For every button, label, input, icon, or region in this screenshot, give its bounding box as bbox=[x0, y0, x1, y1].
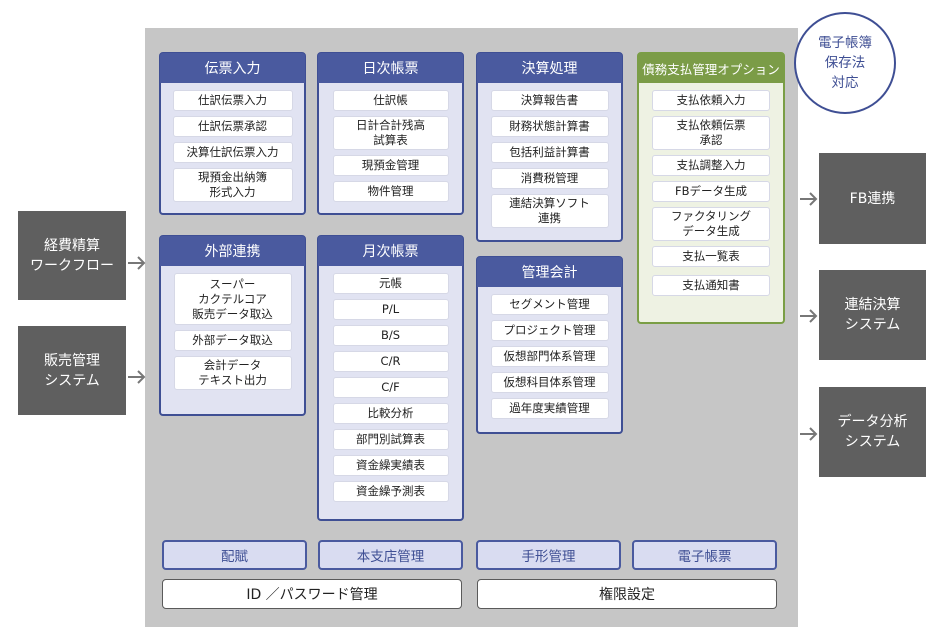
module-item: 連結決算ソフト 連携 bbox=[490, 194, 609, 228]
module-item: プロジェクト管理 bbox=[490, 320, 609, 341]
module-item: 決算仕訳伝票入力 bbox=[172, 142, 293, 163]
arrow-right-icon bbox=[128, 370, 146, 384]
right-system-fb: FB連携 bbox=[819, 153, 926, 244]
module-item: スーパー カクテルコア 販売データ取込 bbox=[173, 273, 292, 325]
module-item: ファクタリング データ生成 bbox=[652, 207, 770, 241]
module-item: 会計データ テキスト出力 bbox=[173, 356, 292, 390]
module-item: 仮想科目体系管理 bbox=[490, 372, 609, 393]
module-item: P/L bbox=[332, 299, 449, 320]
module-item: 資金繰予測表 bbox=[332, 481, 449, 502]
module-item: 外部データ取込 bbox=[173, 330, 292, 351]
module-item: 現預金出納簿 形式入力 bbox=[172, 168, 293, 202]
feature-branch-management: 本支店管理 bbox=[318, 540, 463, 570]
module-item: 元帳 bbox=[332, 273, 449, 294]
module-item: 仕訳帳 bbox=[332, 90, 449, 111]
module-item: 日計合計残高 試算表 bbox=[332, 116, 449, 150]
id-password-management: ID ／パスワード管理 bbox=[162, 579, 462, 609]
module-item: 決算報告書 bbox=[490, 90, 609, 111]
card-title: 外部連携 bbox=[160, 236, 305, 266]
module-item: 現預金管理 bbox=[332, 155, 449, 176]
module-item: 支払依頼入力 bbox=[652, 90, 770, 111]
arrow-right-icon bbox=[800, 192, 818, 206]
feature-bill-management: 手形管理 bbox=[476, 540, 621, 570]
card-gaibu: 外部連携 スーパー カクテルコア 販売データ取込 外部データ取込 会計データ テ… bbox=[159, 235, 306, 416]
module-item: 仕訳伝票承認 bbox=[172, 116, 293, 137]
module-item: B/S bbox=[332, 325, 449, 346]
card-title: 決算処理 bbox=[477, 53, 622, 83]
module-item: 支払依頼伝票 承認 bbox=[652, 116, 770, 150]
right-system-consolidation: 連結決算 システム bbox=[819, 270, 926, 360]
left-system-expense: 経費精算 ワークフロー bbox=[18, 211, 126, 300]
module-item: 支払一覧表 bbox=[652, 246, 770, 267]
card-title: 月次帳票 bbox=[318, 236, 463, 266]
card-kanri: 管理会計 セグメント管理 プロジェクト管理 仮想部門体系管理 仮想科目体系管理 … bbox=[476, 256, 623, 434]
card-saimu-option: 債務支払管理オプション 支払依頼入力 支払依頼伝票 承認 支払調整入力 FBデー… bbox=[637, 52, 785, 324]
card-getsuji: 月次帳票 元帳 P/L B/S C/R C/F 比較分析 部門別試算表 資金繰実… bbox=[317, 235, 464, 521]
module-item: 消費税管理 bbox=[490, 168, 609, 189]
electronic-bookkeeping-badge: 電子帳簿 保存法 対応 bbox=[794, 12, 896, 114]
arrow-right-icon bbox=[128, 256, 146, 270]
module-item: 部門別試算表 bbox=[332, 429, 449, 450]
arrow-right-icon bbox=[800, 427, 818, 441]
module-item: C/R bbox=[332, 351, 449, 372]
module-item: 仕訳伝票入力 bbox=[172, 90, 293, 111]
module-item: 財務状態計算書 bbox=[490, 116, 609, 137]
permission-settings: 権限設定 bbox=[477, 579, 777, 609]
module-item: 過年度実績管理 bbox=[490, 398, 609, 419]
module-item: 物件管理 bbox=[332, 181, 449, 202]
card-kessan: 決算処理 決算報告書 財務状態計算書 包括利益計算書 消費税管理 連結決算ソフト… bbox=[476, 52, 623, 242]
module-item: 比較分析 bbox=[332, 403, 449, 424]
card-denpyo: 伝票入力 仕訳伝票入力 仕訳伝票承認 決算仕訳伝票入力 現預金出納簿 形式入力 bbox=[159, 52, 306, 215]
module-item: セグメント管理 bbox=[490, 294, 609, 315]
feature-haifu: 配賦 bbox=[162, 540, 307, 570]
card-title: 管理会計 bbox=[477, 257, 622, 287]
module-item: 仮想部門体系管理 bbox=[490, 346, 609, 367]
module-item: 資金繰実績表 bbox=[332, 455, 449, 476]
arrow-right-icon bbox=[800, 309, 818, 323]
card-title: 日次帳票 bbox=[318, 53, 463, 83]
module-item: 支払通知書 bbox=[652, 275, 770, 296]
card-nichiji: 日次帳票 仕訳帳 日計合計残高 試算表 現預金管理 物件管理 bbox=[317, 52, 464, 215]
feature-electronic-forms: 電子帳票 bbox=[632, 540, 777, 570]
module-item: 支払調整入力 bbox=[652, 155, 770, 176]
module-item: 包括利益計算書 bbox=[490, 142, 609, 163]
left-system-sales: 販売管理 システム bbox=[18, 326, 126, 415]
card-title: 債務支払管理オプション bbox=[638, 53, 784, 83]
right-system-data-analysis: データ分析 システム bbox=[819, 387, 926, 477]
card-title: 伝票入力 bbox=[160, 53, 305, 83]
module-item: FBデータ生成 bbox=[652, 181, 770, 202]
module-item: C/F bbox=[332, 377, 449, 398]
